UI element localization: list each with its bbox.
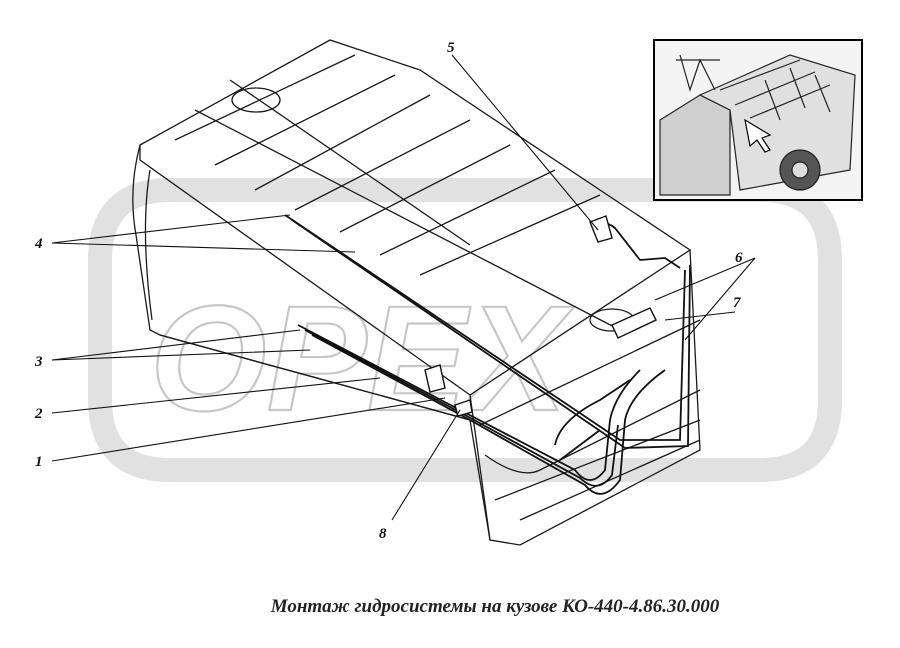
inset-wheel-hub [791, 161, 809, 179]
body-front-face [132, 144, 471, 421]
watermark-gear [88, 178, 842, 482]
leader-4 [51, 214, 356, 253]
inset-photo [653, 39, 863, 201]
leader-8 [391, 409, 461, 521]
callout-6: 6 [735, 250, 743, 266]
callout-4: 4 [34, 236, 43, 252]
roof-panel-lines [174, 54, 621, 331]
callout-2: 2 [34, 406, 43, 422]
leader-1 [51, 397, 446, 462]
inset-roof-grid [719, 59, 831, 121]
pipe-upper-pair-a [284, 214, 686, 441]
roof-hatch [231, 87, 281, 113]
inset-arrow [744, 118, 772, 153]
pipe-lower-c [311, 334, 666, 495]
leader-2 [51, 377, 381, 414]
inset-crane [676, 54, 720, 93]
truck-body [132, 39, 701, 546]
leader-lines [51, 54, 756, 521]
callout-labels: 4 3 2 1 5 6 7 8 [34, 40, 743, 542]
leader-6 [654, 257, 756, 341]
inset-tank [698, 54, 856, 191]
pipe-lower-a [297, 324, 641, 481]
valve-block [424, 364, 446, 393]
leader-3 [51, 329, 311, 361]
pipe-cross-link [554, 379, 631, 461]
leader-7 [664, 311, 736, 321]
body-bottom [159, 249, 701, 546]
hydraulic-cylinder [611, 307, 657, 339]
callout-5: 5 [447, 40, 455, 56]
callout-1: 1 [35, 454, 43, 470]
callout-7: 7 [733, 295, 741, 311]
watermark: OPEX [88, 178, 842, 482]
components [424, 215, 657, 417]
callout-8: 8 [379, 526, 387, 542]
hydraulic-lines [284, 214, 691, 495]
bracket-top [589, 215, 613, 243]
inset-truck [659, 54, 856, 196]
pipe-upper-pair-b [291, 219, 691, 449]
body-rear-frame [469, 319, 701, 541]
pipe-lower-b [304, 329, 619, 487]
leader-5 [451, 54, 599, 231]
inset-cab [659, 94, 731, 196]
figure-caption: Монтаж гидросистемы на кузове КО-440-4.8… [270, 596, 720, 617]
callout-3: 3 [34, 354, 43, 370]
